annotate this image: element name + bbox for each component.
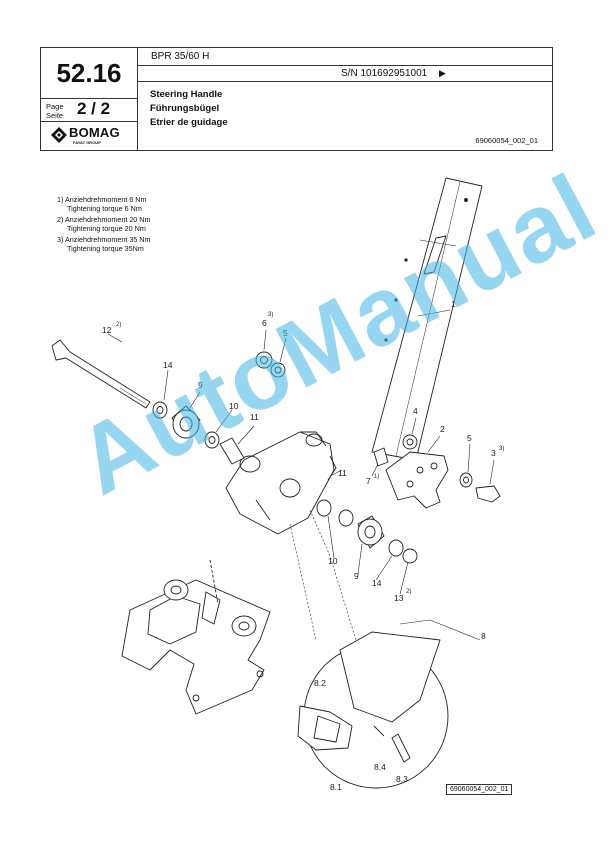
- header-divider: [137, 48, 138, 151]
- callout-7: 7: [366, 476, 371, 486]
- callout-2: 2: [440, 424, 445, 434]
- long-bolt: [51, 339, 151, 409]
- washer-5: [270, 362, 286, 378]
- bomag-logo-icon: [51, 127, 67, 143]
- pivot-bracket: [225, 431, 335, 535]
- callout-8-4: 8.4: [374, 762, 386, 772]
- callout-12-note: 2): [116, 322, 121, 328]
- callout-14: 14: [163, 360, 173, 370]
- callout-1: 1: [451, 299, 456, 309]
- callout-6-note: 3): [268, 312, 273, 318]
- reference-box: 69060054_002_01: [446, 784, 513, 795]
- callout-8-1: 8.1: [330, 782, 342, 792]
- callout-10: 10: [328, 556, 338, 566]
- washer-5b: [459, 472, 473, 488]
- serial-number: S/N 101692951001: [341, 68, 428, 79]
- callout-6: 6: [262, 318, 267, 328]
- callout-13: 13: [394, 593, 404, 603]
- header-divider: [41, 121, 137, 122]
- sleeve-11: [219, 437, 245, 465]
- plate-2: [385, 451, 449, 509]
- callout-4: 4: [413, 406, 418, 416]
- callout-8-3: 8.3: [396, 774, 408, 784]
- bushing-10: [204, 431, 220, 449]
- drawing-number: 69060054_002_01: [475, 136, 538, 145]
- model-name: BPR 35/60 H: [151, 51, 210, 62]
- callout-11: 11: [250, 412, 259, 422]
- callout-5: 5: [283, 328, 288, 338]
- callout-3-note: 3): [499, 446, 504, 452]
- callout-10: 10: [229, 401, 239, 411]
- callout-8: 8: [481, 631, 486, 641]
- header-divider: [41, 98, 137, 99]
- washer-4: [402, 434, 418, 450]
- brand-name: BOMAG: [69, 125, 120, 140]
- serial-arrow-icon: ▶: [439, 68, 446, 78]
- nut-6: [255, 351, 273, 369]
- brand-subtitle: FAYAT GROUP: [73, 140, 101, 145]
- callout-12: 12: [102, 325, 112, 335]
- callout-9: 9: [354, 571, 359, 581]
- screw-7: [373, 447, 389, 467]
- page-label: Page Seite: [46, 102, 64, 120]
- bearing-9b: [357, 518, 383, 546]
- callout-11: 11: [338, 468, 347, 478]
- title-de: Führungsbügel: [150, 103, 220, 114]
- washer-14: [152, 401, 168, 419]
- callout-3: 3: [491, 448, 496, 458]
- bolt-3: [475, 485, 501, 503]
- callout-7-note: 1): [374, 474, 379, 480]
- callout-9: 9: [198, 380, 203, 390]
- title-fr: Etrier de guidage: [150, 117, 228, 128]
- page-number: 2 / 2: [77, 99, 111, 118]
- page-title: Steering Handle Führungsbügel Etrier de …: [150, 88, 228, 130]
- washer-14b: [388, 539, 404, 557]
- callout-14: 14: [372, 578, 382, 588]
- chassis-frame: [121, 579, 271, 715]
- callout-8-2: 8.2: [314, 678, 326, 688]
- section-number: 52.16: [56, 58, 122, 88]
- header-block: BPR 35/60 H S/N 101692951001 ▶ 52.16 Pag…: [40, 47, 553, 151]
- callout-5: 5: [467, 433, 472, 443]
- bushing-10b: [316, 499, 332, 517]
- header-divider: [137, 81, 553, 82]
- title-en: Steering Handle: [150, 89, 223, 100]
- header-divider: [137, 65, 553, 66]
- nut-13: [402, 548, 418, 564]
- callout-13-note: 2): [406, 589, 411, 595]
